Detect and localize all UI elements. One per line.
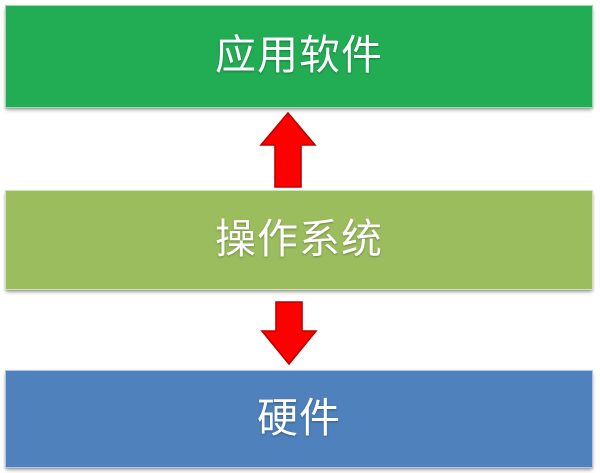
layer-label-application: 应用软件: [215, 32, 383, 78]
arrow-down-glyph: [260, 301, 318, 366]
arrow-up-icon: [258, 111, 318, 189]
arrow-up-glyph: [259, 111, 317, 188]
arrow-down-icon: [260, 300, 318, 366]
layer-box-application[interactable]: 应用软件: [5, 5, 593, 108]
arrow-up-shape: [259, 111, 317, 188]
layer-box-hardware[interactable]: 硬件: [5, 370, 593, 468]
layer-box-operating-system[interactable]: 操作系统: [5, 190, 593, 290]
layer-label-hardware: 硬件: [257, 394, 341, 441]
arrow-down-shape: [260, 301, 318, 366]
layer-label-operating-system: 操作系统: [215, 215, 383, 262]
